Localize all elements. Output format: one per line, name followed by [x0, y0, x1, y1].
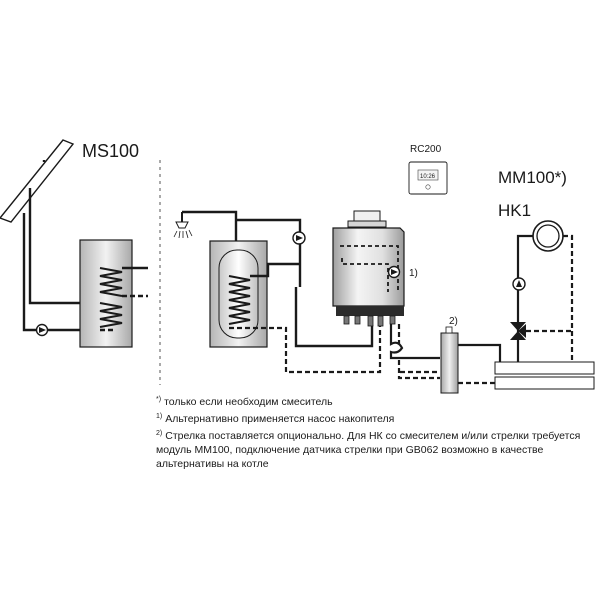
- boiler-pump-note-mark: 1): [409, 268, 418, 279]
- dhw-storage-tank: [209, 240, 268, 348]
- boiler-flow-pipe: [389, 324, 440, 360]
- solar-collector: [0, 139, 75, 223]
- dhw-coil-flow-to-boiler: [294, 287, 374, 348]
- solar-module-label: MS100: [82, 141, 139, 161]
- footnote-text: Альтернативно применяется насос накопите…: [165, 413, 395, 425]
- footnote-mark: 2): [156, 430, 163, 437]
- dhw-coil-flow-pipe: [250, 262, 300, 278]
- footnotes: *)только если необходим смеситель 1)Альт…: [156, 393, 596, 472]
- hk1-return-dashed: [563, 234, 574, 362]
- dhw-coil-return-dashed: [229, 325, 382, 374]
- rc200-controller-icon: 10:26: [408, 161, 448, 195]
- boiler-internal-circuit: [340, 245, 399, 292]
- footnote-item: 2)Стрелка поставляется опционально. Для …: [156, 427, 596, 471]
- heating-consumer-icon: [532, 220, 564, 252]
- shower-head-icon: [173, 212, 193, 239]
- dhw-tank-coil: [228, 275, 251, 325]
- tank-coil-lower: [99, 302, 123, 328]
- hk1-flow-pipe: [516, 234, 533, 362]
- tank-coil-upper: [99, 267, 123, 297]
- footnote-text: Стрелка поставляется опционально. Для НК…: [156, 430, 581, 470]
- footnote-mark: *): [156, 396, 162, 403]
- solar-storage-tank: [79, 239, 133, 348]
- hydraulic-switch: [440, 326, 459, 394]
- heating-manifold: [494, 361, 595, 390]
- mixing-valve-icon: [510, 322, 526, 340]
- hydraulic-switch-note-mark: 2): [449, 316, 458, 327]
- footnote-text: только если необходим смеситель: [164, 396, 333, 408]
- footnote-item: 1)Альтернативно применяется насос накопи…: [156, 410, 596, 426]
- dhw-circulation-pump-icon: [292, 231, 306, 245]
- footnote-item: *)только если необходим смеситель: [156, 393, 596, 409]
- solar-flow-pipe: [28, 188, 100, 305]
- controller-label: RC200: [410, 144, 442, 155]
- hk1-pump-icon: [512, 277, 526, 291]
- mixing-module-label: MM100*): [498, 168, 567, 187]
- heating-circuit-label: HK1: [498, 201, 531, 220]
- solar-return-pipe: [22, 160, 100, 332]
- solar-pump-icon: [35, 323, 49, 337]
- switch-flow-pipe: [458, 343, 502, 362]
- boiler-pump-icon: [387, 265, 401, 279]
- boiler-return-dashed: [397, 324, 440, 380]
- footnote-mark: 1): [156, 413, 163, 420]
- gas-boiler: [332, 210, 405, 327]
- svg-text:10:26: 10:26: [420, 174, 436, 180]
